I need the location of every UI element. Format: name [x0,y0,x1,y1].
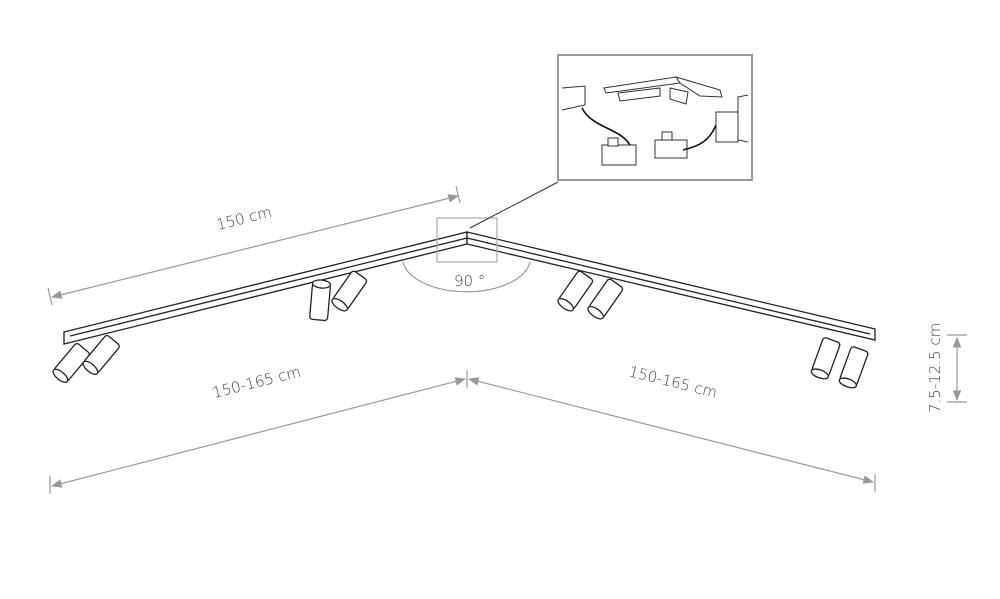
track-rail-left [63,231,468,345]
spotlight-pair-2 [309,279,332,322]
span-left-label: 150-165 cm [211,363,303,402]
dimension-rail-length [47,185,461,306]
leader-line [469,181,559,229]
spotlight-pair-4 [810,337,841,380]
connector-highlight-box [436,217,498,263]
height-label: 7.5-12.5 cm [926,323,944,413]
angle-arc [402,261,531,293]
rail-length-label: 150 cm [215,203,274,234]
track-rail-right [466,231,876,341]
angle-label: 90 ° [454,272,485,290]
dimension-span-right [466,370,876,492]
dimension-span-left [49,377,467,494]
dimension-height [947,334,967,403]
connector-detail-inset [557,54,753,181]
span-right-label: 150-165 cm [627,362,719,401]
spotlight-pair-3 [557,270,594,312]
